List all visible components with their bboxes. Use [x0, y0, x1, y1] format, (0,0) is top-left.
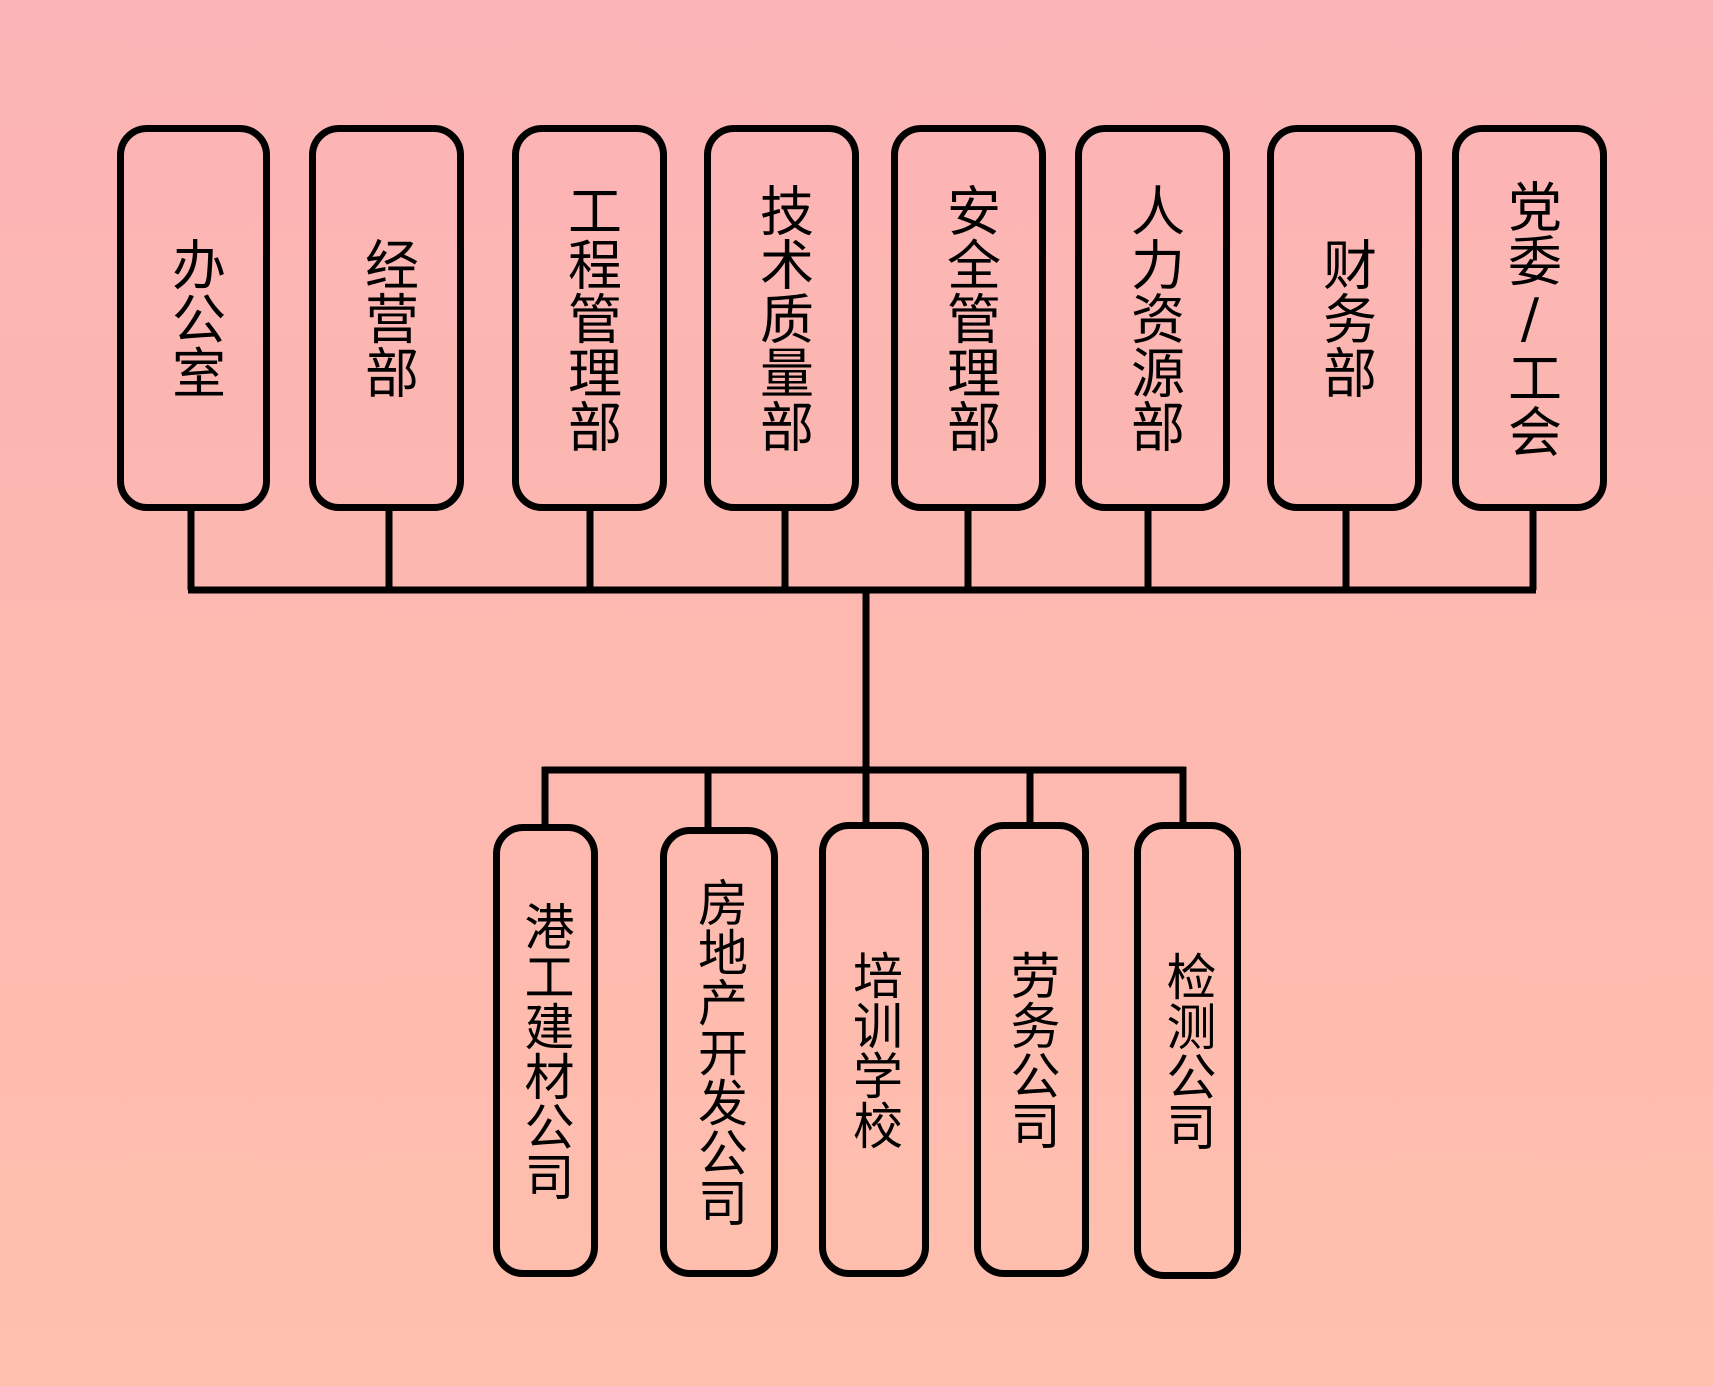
dept-box-office: 办公室	[117, 125, 270, 511]
sub-label: 培训学校	[845, 949, 903, 1150]
sub-box-building-materials: 港工建材公司	[493, 824, 598, 1277]
dept-box-business: 经营部	[309, 125, 464, 511]
sub-label: 检测公司	[1158, 950, 1217, 1151]
dept-label: 党委/工会	[1498, 178, 1562, 458]
dept-box-safety: 安全管理部	[891, 125, 1046, 511]
dept-box-finance: 财务部	[1267, 125, 1422, 511]
dept-label: 技术质量部	[750, 183, 814, 453]
sub-label: 港工建材公司	[516, 900, 575, 1201]
dept-label: 财务部	[1313, 237, 1377, 399]
dept-label: 安全管理部	[937, 183, 1001, 453]
dept-label: 经营部	[355, 237, 419, 399]
sub-box-labor: 劳务公司	[974, 822, 1089, 1277]
dept-label: 人力资源部	[1121, 183, 1185, 453]
dept-label: 工程管理部	[558, 183, 622, 453]
sub-label: 劳务公司	[1002, 949, 1061, 1150]
dept-box-party-union: 党委/工会	[1452, 125, 1607, 511]
sub-box-testing: 检测公司	[1134, 822, 1241, 1279]
sub-box-real-estate: 房地产开发公司	[660, 827, 778, 1277]
dept-box-engineering: 工程管理部	[512, 125, 667, 511]
dept-box-hr: 人力资源部	[1075, 125, 1230, 511]
dept-box-tech-quality: 技术质量部	[704, 125, 859, 511]
dept-label: 办公室	[162, 237, 226, 399]
sub-label: 房地产开发公司	[690, 877, 748, 1227]
sub-box-training-school: 培训学校	[819, 822, 929, 1277]
